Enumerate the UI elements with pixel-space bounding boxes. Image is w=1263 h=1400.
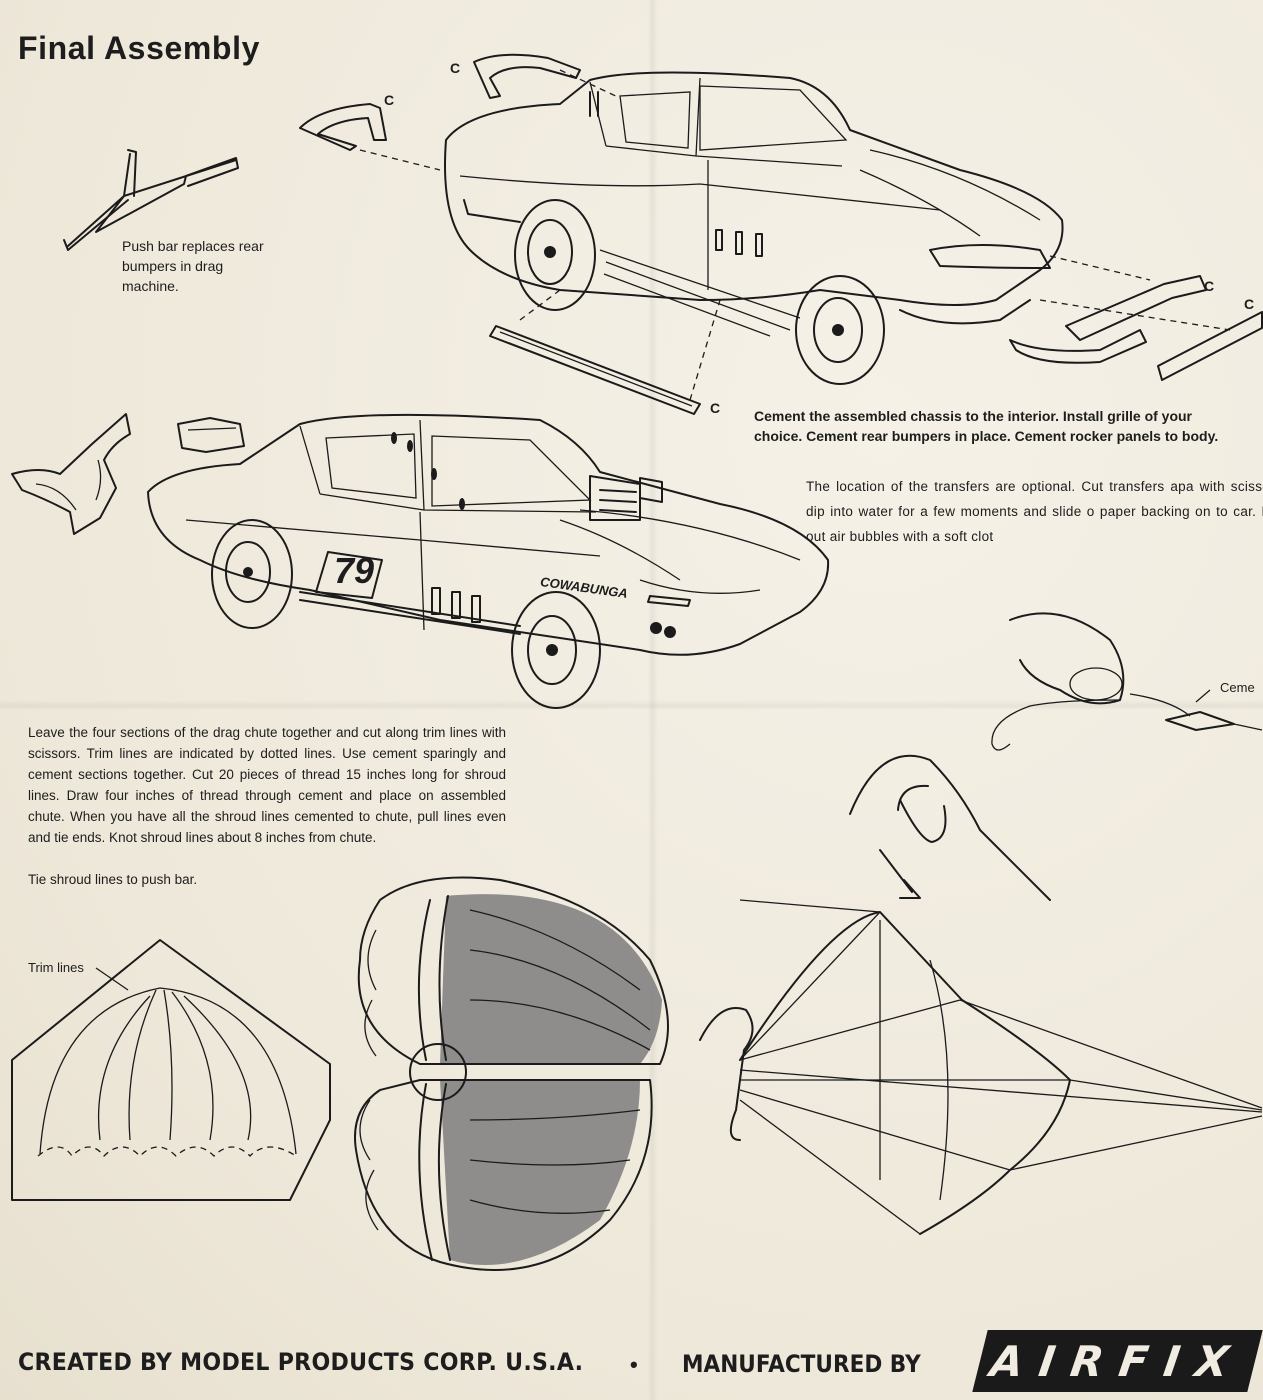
- push-bar-illustration: [63, 149, 239, 251]
- assembled-chute-illustration: [354, 876, 669, 1271]
- instruction-chute: Leave the four sections of the drag chut…: [28, 725, 506, 845]
- chute-section-illustration: [11, 939, 331, 1201]
- front-bumper-parts: [1009, 255, 1263, 381]
- rocker-panel-part: [489, 289, 721, 415]
- cement-label: Ceme: [1220, 680, 1255, 695]
- part-label-c: C: [450, 60, 461, 76]
- trim-lines-label: Trim lines: [28, 960, 84, 975]
- hand-shroud-illustration: [849, 754, 1051, 901]
- parachute-lines-illustration: [699, 899, 1263, 1235]
- footer-created: CREATED BY MODEL PRODUCTS CORP. U.S.A.: [18, 1348, 584, 1376]
- instruction-cement: Cement the assembled chassis to the inte…: [754, 408, 1219, 444]
- scoop-parts: [11, 413, 245, 535]
- page-title: Final Assembly: [18, 30, 260, 66]
- instruction-tie: Tie shroud lines to push bar.: [28, 872, 198, 887]
- part-label-c: C: [1204, 278, 1215, 294]
- car-number-decal: 79: [334, 550, 375, 591]
- corvette-top-illustration: [444, 71, 1064, 385]
- airfix-logo-text: AIRFIX: [987, 1336, 1248, 1386]
- part-label-c: C: [1244, 296, 1255, 312]
- airfix-logo: AIRFIX: [972, 1330, 1263, 1392]
- hand-cement-illustration: [991, 612, 1263, 751]
- part-label-c: C: [384, 92, 395, 108]
- part-label-c: C: [710, 400, 721, 416]
- footer-separator: •: [630, 1352, 638, 1377]
- corvette-drag-illustration: [147, 413, 830, 709]
- push-bar-caption: Push bar replaces rear bumpers in drag m…: [122, 238, 264, 294]
- instruction-transfers: The location of the transfers are option…: [806, 479, 1263, 544]
- footer-manufactured: MANUFACTURED BY: [682, 1350, 921, 1378]
